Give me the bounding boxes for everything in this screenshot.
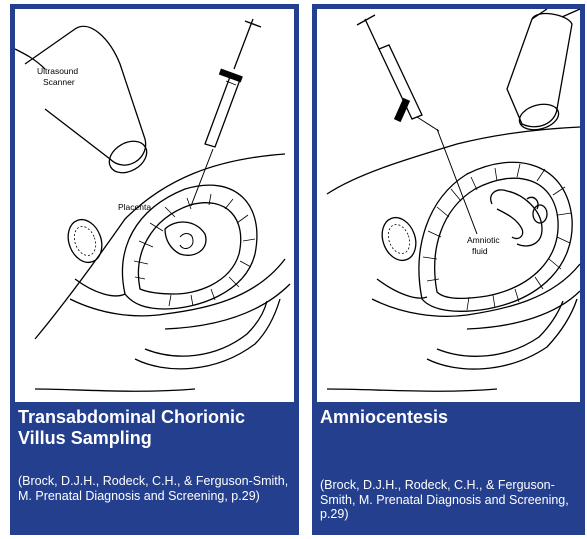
cvs-diagram: Ultrasound Scanner Placenta	[15, 9, 294, 402]
cvs-title: Transabdominal Chorionic Villus Sampling	[18, 407, 293, 449]
rectum	[135, 299, 280, 369]
amniocentesis-panel: Amniotic fluid Amniocentesis (Brock, D.J…	[312, 4, 585, 535]
cvs-illustration: Ultrasound Scanner Placenta	[15, 9, 294, 402]
amniocentesis-citation: (Brock, D.J.H., Rodeck, C.H., & Ferguson…	[320, 478, 579, 522]
amniotic-fluid-label-line2: fluid	[472, 246, 488, 256]
placenta-label: Placenta	[118, 202, 151, 212]
amniocentesis-diagram: Amniotic fluid	[317, 9, 580, 402]
bladder	[62, 215, 107, 267]
abdominal-wall	[35, 154, 285, 339]
bladder	[376, 213, 421, 265]
amniotic-fluid-label-line1: Amniotic	[467, 235, 500, 245]
ultrasound-scanner	[25, 26, 146, 165]
amniocentesis-illustration: Amniotic fluid	[317, 9, 580, 402]
cvs-panel: Ultrasound Scanner Placenta Transabdomin…	[10, 4, 299, 535]
syringe	[191, 19, 261, 206]
amniocentesis-title: Amniocentesis	[320, 407, 579, 428]
placenta	[165, 222, 206, 255]
scanner-label-line2: Scanner	[43, 77, 75, 87]
cvs-citation: (Brock, D.J.H., Rodeck, C.H., & Ferguson…	[18, 474, 293, 503]
uterus-inner	[138, 203, 240, 294]
scanner-label-line1: Ultrasound	[37, 66, 78, 76]
ultrasound-probe	[507, 14, 572, 127]
